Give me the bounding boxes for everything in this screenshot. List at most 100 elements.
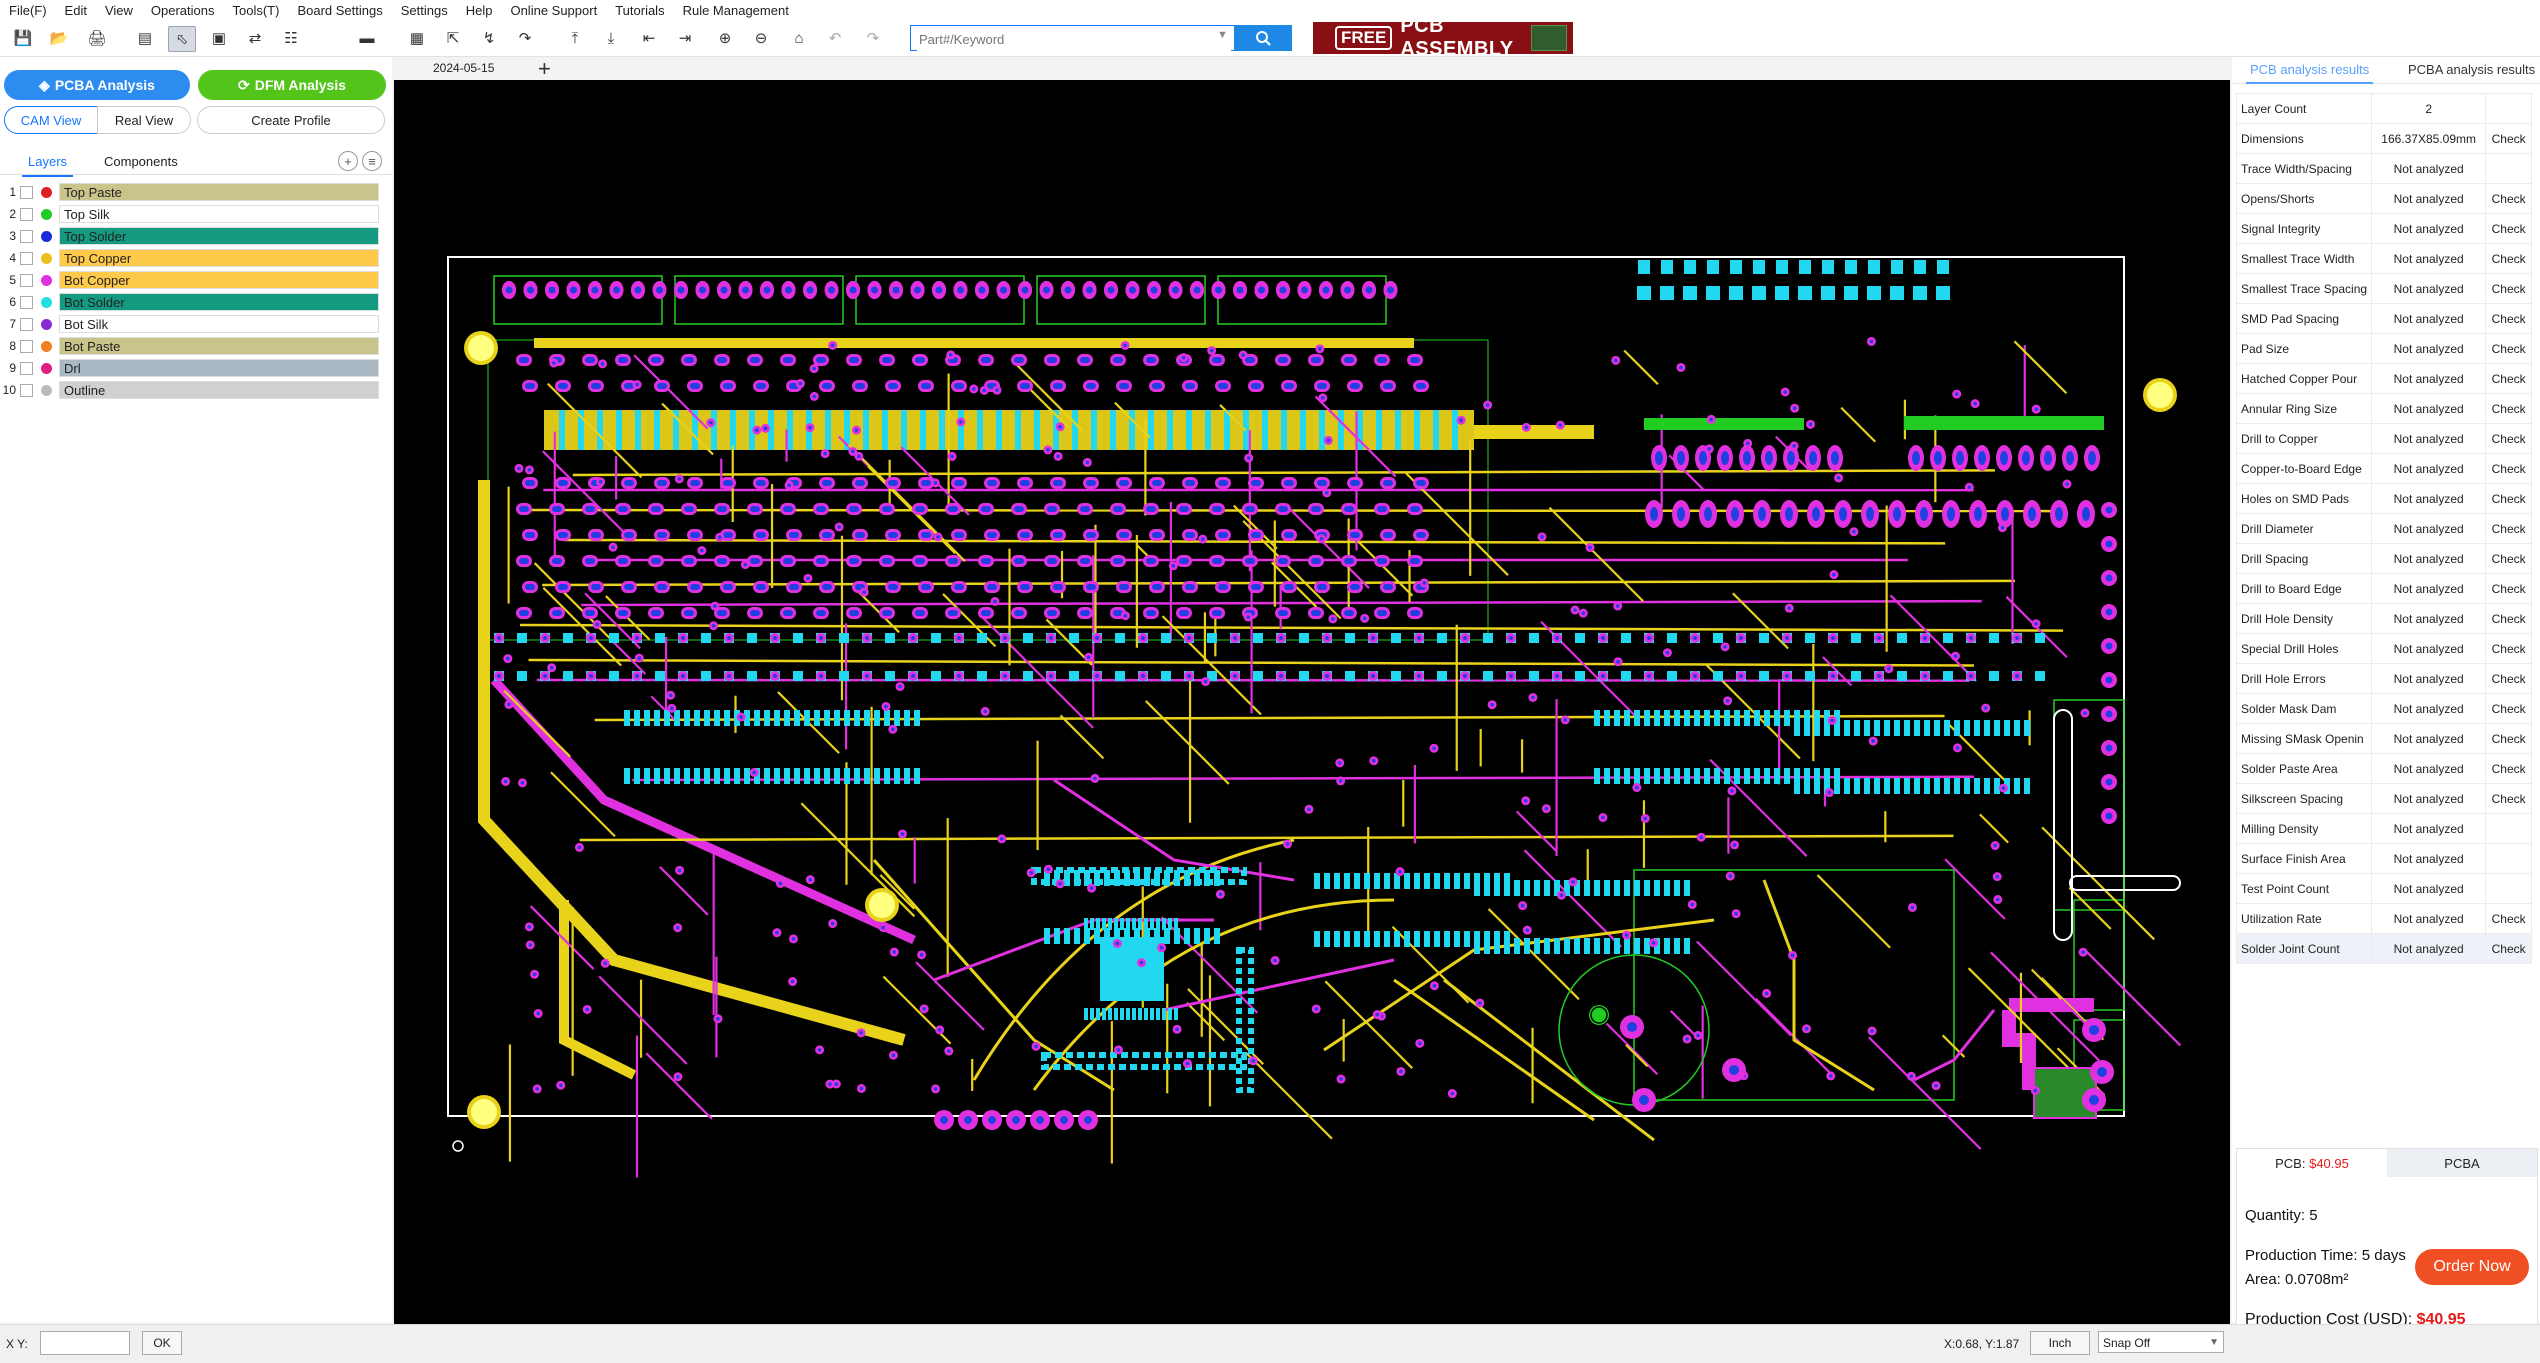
check-link[interactable]: Check xyxy=(2486,454,2532,484)
layer-color-swatch[interactable] xyxy=(41,275,52,286)
layer-color-swatch[interactable] xyxy=(41,231,52,242)
zoom-in-icon[interactable]: ⊕ xyxy=(712,26,738,50)
zoom-window-icon[interactable]: ▣ xyxy=(206,26,232,50)
check-link[interactable] xyxy=(2486,94,2532,124)
save-icon[interactable]: 💾 xyxy=(10,26,36,50)
real-view-tab[interactable]: Real View xyxy=(97,106,191,134)
ruler-icon[interactable]: ▬ xyxy=(354,26,380,50)
menu-view[interactable]: View xyxy=(96,3,142,18)
layer-visibility-checkbox[interactable] xyxy=(20,318,33,331)
flip-icon[interactable]: ⇄ xyxy=(242,26,268,50)
grid-icon[interactable]: ▦ xyxy=(404,26,430,50)
layer-color-swatch[interactable] xyxy=(41,253,52,264)
align-bottom-icon[interactable]: ⤓ xyxy=(598,26,624,50)
check-link[interactable]: Check xyxy=(2486,334,2532,364)
align-left-icon[interactable]: ⇤ xyxy=(636,26,662,50)
tab-layers[interactable]: Layers xyxy=(28,154,67,169)
layer-stack-icon[interactable]: ≡ xyxy=(362,151,382,171)
pcb-board-render[interactable] xyxy=(394,80,2230,1324)
xy-input[interactable] xyxy=(40,1331,130,1355)
tab-pcb-analysis-results[interactable]: PCB analysis results xyxy=(2250,62,2369,77)
menu-rule-management[interactable]: Rule Management xyxy=(674,3,798,18)
pcb-assembly-ad-banner[interactable]: FREE PCB ASSEMBLY xyxy=(1313,22,1573,54)
pcb-canvas[interactable] xyxy=(394,80,2230,1324)
check-link[interactable]: Check xyxy=(2486,124,2532,154)
cursor-icon[interactable]: ↷ xyxy=(512,26,538,50)
check-link[interactable]: Check xyxy=(2486,394,2532,424)
menu-tools[interactable]: Tools(T) xyxy=(224,3,289,18)
measure-icon[interactable]: ⇱ xyxy=(440,26,466,50)
check-link[interactable]: Check xyxy=(2486,364,2532,394)
check-link[interactable]: Check xyxy=(2486,934,2532,964)
snap-select[interactable]: Snap Off▼ xyxy=(2098,1331,2224,1353)
check-link[interactable]: Check xyxy=(2486,784,2532,814)
check-link[interactable]: Check xyxy=(2486,514,2532,544)
dfm-analysis-button[interactable]: ⟳DFM Analysis xyxy=(198,70,386,100)
ok-button[interactable]: OK xyxy=(142,1331,182,1355)
check-link[interactable]: Check xyxy=(2486,304,2532,334)
menu-online-support[interactable]: Online Support xyxy=(501,3,606,18)
order-now-button[interactable]: Order Now xyxy=(2415,1249,2529,1285)
chevron-down-icon[interactable]: ▼ xyxy=(1217,29,1228,41)
check-link[interactable] xyxy=(2486,874,2532,904)
add-tab-icon[interactable]: + xyxy=(538,56,551,82)
cam-view-tab[interactable]: CAM View xyxy=(4,106,98,134)
layer-color-swatch[interactable] xyxy=(41,297,52,308)
check-link[interactable]: Check xyxy=(2486,424,2532,454)
check-link[interactable]: Check xyxy=(2486,904,2532,934)
menu-operations[interactable]: Operations xyxy=(142,3,224,18)
menu-board-settings[interactable]: Board Settings xyxy=(288,3,391,18)
layer-visibility-checkbox[interactable] xyxy=(20,296,33,309)
open-folder-icon[interactable]: 📂 xyxy=(46,26,72,50)
layer-visibility-checkbox[interactable] xyxy=(20,384,33,397)
part-search-input[interactable] xyxy=(917,27,1231,51)
unit-button[interactable]: Inch xyxy=(2030,1331,2090,1355)
menu-help[interactable]: Help xyxy=(457,3,502,18)
tab-pcb-price[interactable]: PCB: $40.95 xyxy=(2237,1149,2387,1177)
menu-edit[interactable]: Edit xyxy=(56,3,96,18)
layers-icon[interactable]: ☷ xyxy=(278,26,304,50)
search-button[interactable] xyxy=(1234,25,1292,51)
layer-color-swatch[interactable] xyxy=(41,363,52,374)
check-link[interactable]: Check xyxy=(2486,214,2532,244)
print-icon[interactable]: 🖨 xyxy=(84,26,110,50)
layout-icon[interactable]: ▤ xyxy=(132,26,158,50)
add-layer-icon[interactable]: + xyxy=(338,151,358,171)
route-icon[interactable]: ↯ xyxy=(476,26,502,50)
align-right-icon[interactable]: ⇥ xyxy=(672,26,698,50)
layer-visibility-checkbox[interactable] xyxy=(20,340,33,353)
check-link[interactable]: Check xyxy=(2486,664,2532,694)
layer-visibility-checkbox[interactable] xyxy=(20,274,33,287)
layer-color-swatch[interactable] xyxy=(41,187,52,198)
zoom-out-icon[interactable]: ⊖ xyxy=(748,26,774,50)
check-link[interactable]: Check xyxy=(2486,694,2532,724)
layer-color-swatch[interactable] xyxy=(41,319,52,330)
check-link[interactable]: Check xyxy=(2486,274,2532,304)
align-top-icon[interactable]: ⤒ xyxy=(562,26,588,50)
check-link[interactable]: Check xyxy=(2486,544,2532,574)
layer-visibility-checkbox[interactable] xyxy=(20,208,33,221)
check-link[interactable] xyxy=(2486,844,2532,874)
check-link[interactable]: Check xyxy=(2486,604,2532,634)
layer-color-swatch[interactable] xyxy=(41,341,52,352)
check-link[interactable]: Check xyxy=(2486,634,2532,664)
layer-visibility-checkbox[interactable] xyxy=(20,362,33,375)
menu-settings[interactable]: Settings xyxy=(392,3,457,18)
check-link[interactable]: Check xyxy=(2486,484,2532,514)
document-tab[interactable]: 2024-05-15 xyxy=(393,57,523,79)
tab-components[interactable]: Components xyxy=(104,154,178,169)
create-profile-button[interactable]: Create Profile xyxy=(197,106,385,134)
layer-visibility-checkbox[interactable] xyxy=(20,186,33,199)
redo-icon[interactable]: ↷ xyxy=(860,26,886,50)
check-link[interactable] xyxy=(2486,814,2532,844)
check-link[interactable]: Check xyxy=(2486,184,2532,214)
tab-pcba-price[interactable]: PCBA xyxy=(2387,1149,2537,1177)
